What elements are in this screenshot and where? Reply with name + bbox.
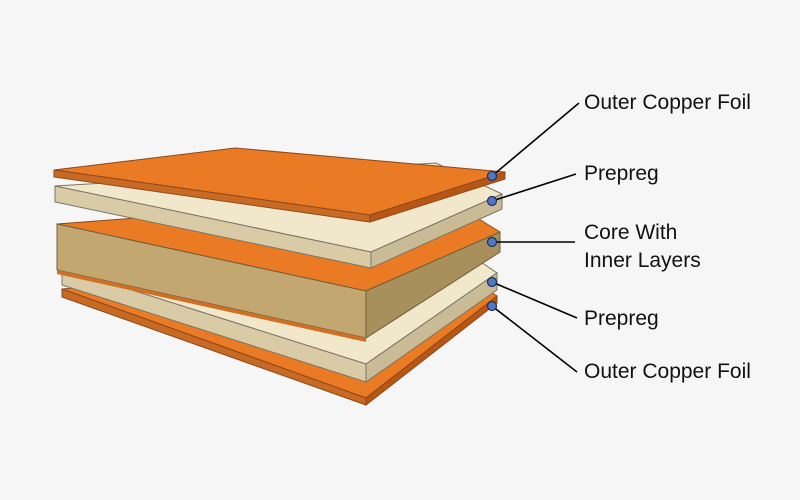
label-outer-copper-foil-bottom: Outer Copper Foil bbox=[584, 360, 751, 383]
prepreg-top-side-face bbox=[370, 193, 503, 269]
label-prepreg-top: Prepreg bbox=[584, 162, 659, 185]
label-core-line-2: Inner Layers bbox=[584, 249, 701, 272]
leader-line-prepreg-bottom bbox=[491, 281, 578, 319]
prepreg-bottom-side-face bbox=[365, 272, 498, 383]
leader-lines bbox=[491, 102, 580, 373]
marker-dot-prepreg-bottom bbox=[486, 276, 498, 288]
marker-dot-prepreg-top bbox=[486, 195, 498, 207]
label-outer-copper-foil-top: Outer Copper Foil bbox=[584, 91, 751, 114]
outer-copper-bottom-side-face bbox=[365, 294, 498, 407]
leader-line-prepreg-top bbox=[491, 173, 577, 202]
marker-dots bbox=[486, 170, 498, 312]
leader-line-outer-copper-bottom bbox=[491, 305, 578, 373]
label-core-line-1: Core With bbox=[584, 221, 678, 244]
label-prepreg-bottom: Prepreg bbox=[584, 307, 659, 330]
marker-dot-outer-copper-top bbox=[486, 170, 498, 182]
marker-dot-core bbox=[486, 236, 498, 248]
core-inner-copper-bottom bbox=[57, 270, 366, 342]
outer-copper-top-side-face bbox=[369, 171, 506, 223]
marker-dot-outer-copper-bottom bbox=[486, 300, 498, 312]
leader-line-outer-copper-top bbox=[491, 102, 580, 177]
core-side-face bbox=[365, 231, 501, 339]
layer-outer-copper-top bbox=[53, 147, 506, 223]
